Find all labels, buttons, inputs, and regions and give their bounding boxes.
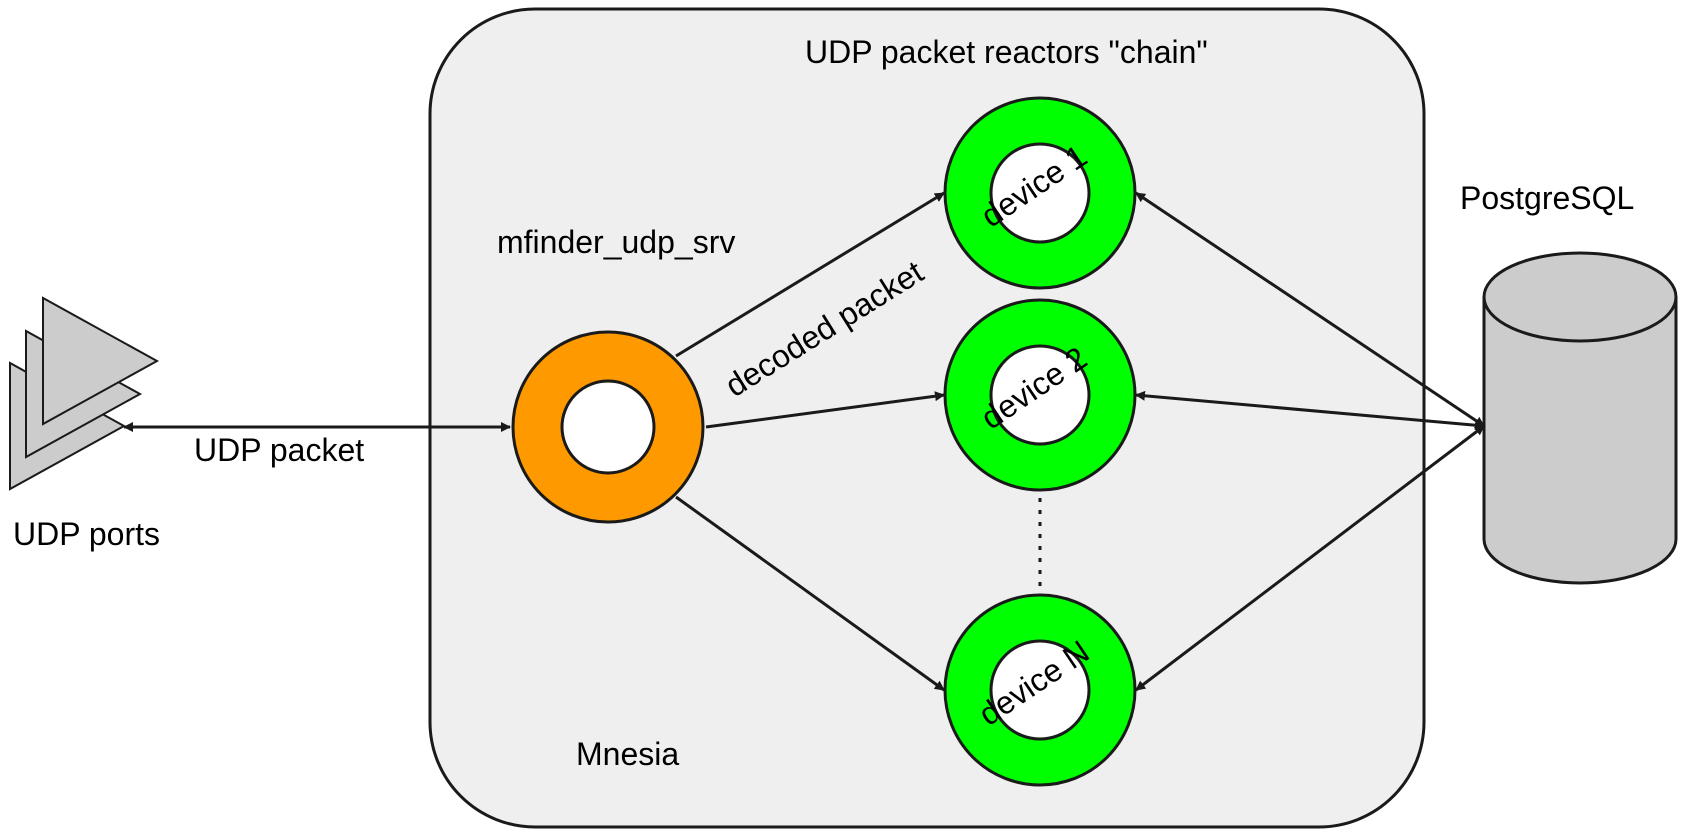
database-label: PostgreSQL (1460, 180, 1634, 216)
database-icon (1482, 251, 1678, 585)
decoded-packet-arrow-device-1 (675, 191, 945, 358)
device-node-2: device 2 (943, 298, 1137, 492)
device-node-n: device N (943, 593, 1137, 787)
udp-packet-label: UDP packet (194, 432, 364, 468)
udp-ports-icon (9, 296, 160, 491)
chain-title: UDP packet reactors "chain" (805, 34, 1208, 70)
device-node-1: device 1 (943, 96, 1137, 290)
db-link-device-2 (1135, 390, 1485, 431)
decoded-packet-arrow-device-2 (705, 391, 945, 429)
mnesia-label: Mnesia (576, 736, 679, 772)
udp-ports-label: UDP ports (13, 516, 160, 552)
server-node (511, 330, 705, 524)
decoded-packet-arrow-device-n (675, 495, 945, 692)
server-label: mfinder_udp_srv (497, 224, 735, 260)
db-link-device-1 (1135, 191, 1485, 428)
db-link-device-n (1135, 424, 1485, 692)
